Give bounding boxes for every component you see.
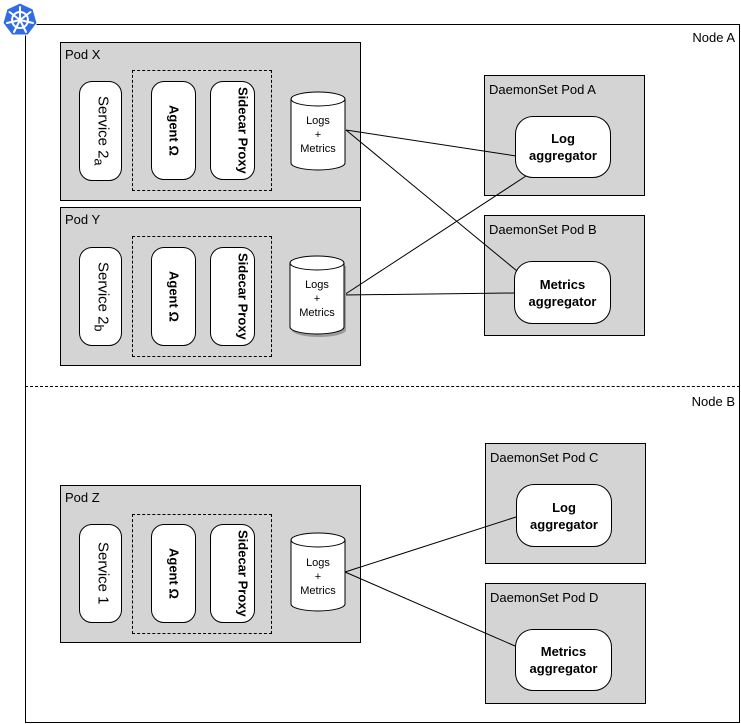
pod-x-service-label: Service 2a [91,96,112,166]
storage-cylinder-x [290,91,346,171]
pod-z-service-label: Service 1 [94,542,112,605]
node-divider [25,386,740,387]
pod-z-agent-label: Agent Ω [166,548,182,599]
pod-y-agent-box: Agent Ω [151,247,196,346]
pod-x-label: Pod X [65,47,101,62]
connector-metrics-y-to-metrics-aggregator [343,292,515,296]
node-b-label: Node B [691,394,735,409]
connector-logs-z-to-log-aggregator [344,516,517,573]
store-z-label: Logs+Metrics [300,557,336,597]
cluster-frame [25,24,740,723]
store-y-label: Logs+Metrics [299,279,335,319]
pod-x-sidecar-label: Sidecar Proxy [235,87,251,174]
connector-metrics-x-to-metrics-aggregator [345,129,518,272]
pod-y-label: Pod Y [65,212,101,227]
pod-z-service-box: Service 1 [79,524,122,623]
node-a-label: Node A [692,30,735,45]
pod-z-sidecar-label: Sidecar Proxy [235,530,251,617]
pod-z-label: Pod Z [65,490,100,505]
daemonset-pod-a-label: DaemonSet Pod A [489,82,596,97]
pod-y-service-box: Service 2b [79,247,122,346]
connector-metrics-z-to-metrics-aggregator [344,571,516,647]
pod-x-agent-box: Agent Ω [151,81,196,180]
pod-y-service-label: Service 2b [91,261,112,332]
storage-cylinder-y [289,255,346,337]
pod-x-agent-label: Agent Ω [166,105,182,156]
pod-z-agent-group [132,514,272,634]
pod-y-sidecar-box: Sidecar Proxy [210,247,255,346]
pod-x-service-box: Service 2a [79,81,122,181]
pod-y-sidecar-label: Sidecar Proxy [235,253,251,340]
storage-cylinder-z [290,532,346,612]
pod-x-agent-group [132,70,272,191]
store-x-label: Logs+Metrics [300,115,336,155]
connector-logs-x-to-log-aggregator [345,129,517,157]
connector-logs-y-to-log-aggregator [343,175,527,296]
pod-z-sidecar-box: Sidecar Proxy [210,524,255,623]
daemonset-pod-d-label: DaemonSet Pod D [490,590,599,605]
daemonset-pod-b-label: DaemonSet Pod B [489,222,597,237]
pod-y-agent-label: Agent Ω [166,271,182,322]
pod-y-agent-group [132,236,272,357]
kubernetes-logo-icon [2,2,38,36]
pod-z-agent-box: Agent Ω [151,524,196,623]
daemonset-pod-c-label: DaemonSet Pod C [490,450,599,465]
pod-x-sidecar-box: Sidecar Proxy [210,81,255,180]
